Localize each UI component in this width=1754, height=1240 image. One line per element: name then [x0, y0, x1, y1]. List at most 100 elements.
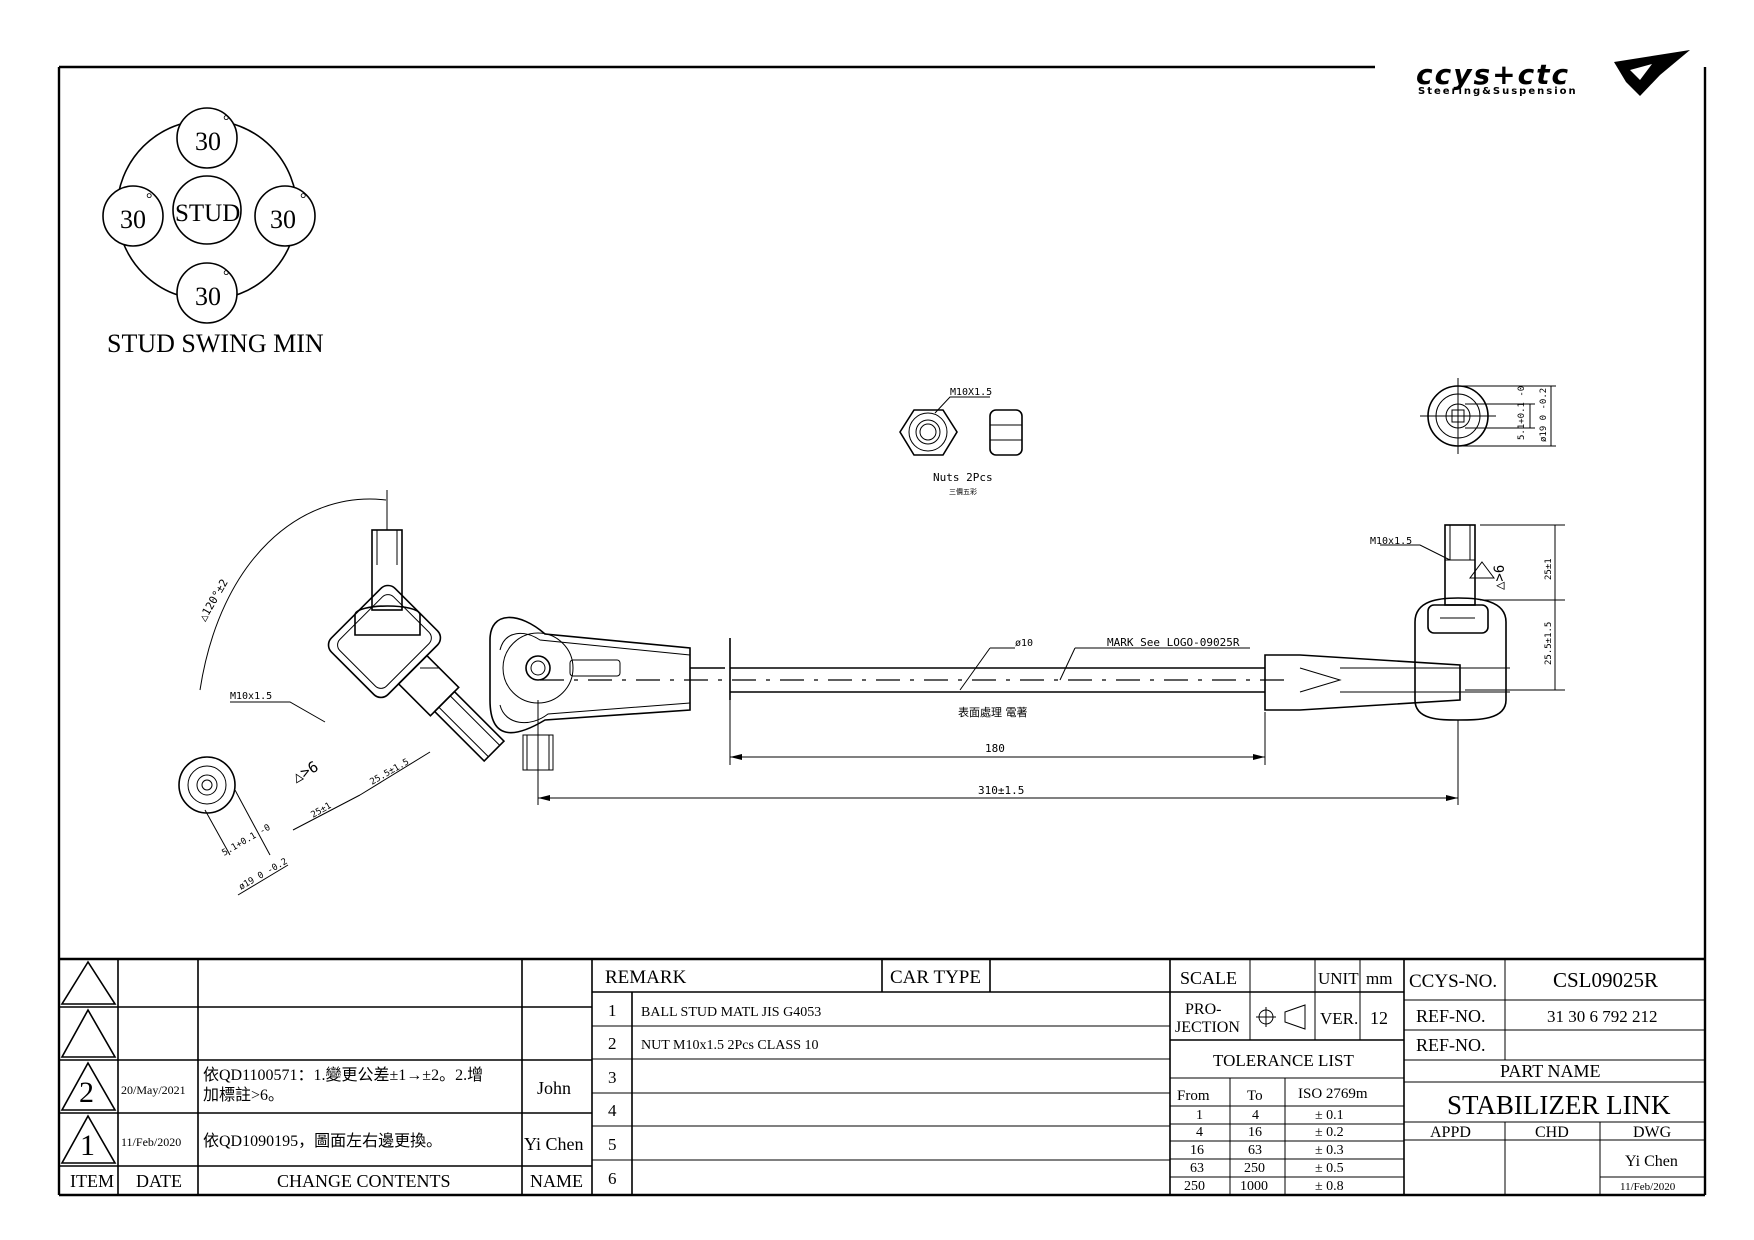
swing-left-degree: °	[146, 191, 152, 208]
rod-mark-label: MARK See LOGO-09025R	[1107, 636, 1240, 649]
logo-tagline: Steering&Suspension	[1418, 86, 1578, 97]
tol-from-3: 16	[1190, 1143, 1204, 1158]
ref-no2-label: REF-NO.	[1416, 1035, 1486, 1055]
ccys-no-value: CSL09025R	[1553, 968, 1658, 992]
link-body	[178, 490, 1510, 814]
swing-title: STUD SWING MIN	[107, 329, 324, 358]
left-angle-label: △120°±2	[196, 577, 230, 624]
revision-contents-3a: 依QD1100571：1.變更公差±1→±2。2.增	[203, 1066, 483, 1084]
tolerance-header-to: To	[1247, 1088, 1263, 1104]
logo-wing-mark	[1614, 50, 1690, 96]
dwg-label: DWG	[1633, 1124, 1672, 1141]
part-name-label: PART NAME	[1500, 1061, 1600, 1081]
tol-value-1: ± 0.1	[1315, 1108, 1344, 1123]
nut-thread-label: M10X1.5	[950, 387, 992, 398]
rod-dims: ø10 MARK See LOGO-09025R 表面處理 電著 180 310…	[537, 636, 1458, 805]
tol-to-4: 250	[1244, 1161, 1265, 1176]
swing-center-label: STUD	[175, 200, 240, 227]
revision-header-date: DATE	[136, 1171, 182, 1191]
left-dia-dim: ø19 0 -0.2	[238, 857, 290, 893]
projection-label-2: JECTION	[1175, 1019, 1240, 1036]
tolerance-header-std: ISO 2769m	[1298, 1086, 1368, 1102]
remarks-table: REMARK CAR TYPE 1 BALL STUD MATL JIS G40…	[592, 959, 1171, 1195]
tol-value-5: ± 0.8	[1315, 1179, 1344, 1194]
swing-right-value: 30	[270, 205, 296, 234]
projection-label-1: PRO-	[1185, 1001, 1221, 1018]
tol-from-5: 250	[1184, 1179, 1205, 1194]
company-logo: ccys+ctc Steering&Suspension	[1416, 50, 1690, 97]
rod-inner-dim: 180	[985, 742, 1005, 755]
tolerance-title: TOLERANCE LIST	[1213, 1051, 1354, 1070]
surface-treatment-label: 表面處理 電著	[958, 705, 1028, 719]
left-mark-label: △>6	[289, 757, 321, 786]
remark-text-1: BALL STUD MATL JIS G4053	[641, 1005, 821, 1020]
end-view-hole-dim: 5.1+0.1 -0	[1517, 386, 1527, 440]
tol-value-2: ± 0.2	[1315, 1125, 1344, 1140]
right-thread-label: M10x1.5	[1370, 536, 1412, 547]
title-block: SCALE UNIT mm PRO- JECTION VER. 12 TOLER…	[1170, 959, 1705, 1195]
revision-date-4: 11/Feb/2020	[121, 1135, 181, 1149]
projection-symbol-icon	[1256, 1004, 1306, 1030]
right-lower-dim: 25.5±1.5	[1544, 622, 1554, 665]
tol-to-2: 16	[1248, 1125, 1262, 1140]
remark-header: REMARK	[605, 967, 687, 988]
logo-text: ccys+ctc	[1416, 58, 1570, 91]
remark-no-5: 5	[608, 1135, 617, 1154]
car-type-header: CAR TYPE	[890, 967, 981, 988]
revision-date-3: 20/May/2021	[121, 1083, 186, 1097]
nuts-sub-label: 三價五彩	[949, 487, 977, 496]
swing-right-degree: °	[300, 191, 306, 208]
right-upper-dim: 25±1	[1544, 558, 1554, 580]
tol-value-4: ± 0.5	[1315, 1161, 1344, 1176]
ccys-no-label: CCYS-NO.	[1409, 971, 1497, 992]
nuts-detail: M10X1.5 Nuts 2Pcs 三價五彩	[899, 387, 1023, 496]
revision-contents-4a: 依QD1090195，圖面左右邊更換。	[203, 1132, 442, 1150]
swing-top-degree: °	[223, 113, 229, 130]
left-hole-dim: 5.1+0.1 -0	[221, 823, 273, 859]
revision-name-3: John	[537, 1078, 571, 1098]
swing-left-value: 30	[120, 205, 146, 234]
remark-no-4: 4	[608, 1101, 617, 1120]
remark-text-2: NUT M10x1.5 2Pcs CLASS 10	[641, 1038, 819, 1053]
tol-value-3: ± 0.3	[1315, 1143, 1344, 1158]
tol-from-2: 4	[1196, 1125, 1203, 1140]
tol-from-1: 1	[1196, 1108, 1203, 1123]
revision-item-3: 2	[79, 1076, 94, 1109]
swing-bottom-value: 30	[195, 282, 221, 311]
ref-no-label: REF-NO.	[1416, 1006, 1486, 1026]
left-end-dims: △120°±2 M10x1.5 △>6 25.5±1.5 25±1 5.1+0.…	[196, 498, 431, 896]
right-end-dims: M10x1.5 △>6 25±1 25.5±1.5	[1370, 524, 1565, 805]
dwg-name: Yi Chen	[1625, 1153, 1678, 1170]
tol-to-3: 63	[1248, 1143, 1262, 1158]
left-dim-b: 25±1	[310, 801, 334, 821]
revision-table: 2 20/May/2021 依QD1100571：1.變更公差±1→±2。2.增…	[59, 959, 593, 1195]
end-view-detail: 5.1+0.1 -0 ø19 0 -0.2	[1420, 378, 1556, 454]
tolerance-header-from: From	[1177, 1088, 1210, 1104]
left-dim-a: 25.5±1.5	[369, 757, 412, 787]
remark-no-6: 6	[608, 1169, 617, 1188]
revision-name-4: Yi Chen	[524, 1134, 584, 1154]
tol-to-1: 4	[1252, 1108, 1259, 1123]
revision-header-contents: CHANGE CONTENTS	[277, 1171, 451, 1191]
tol-from-4: 63	[1190, 1161, 1204, 1176]
nuts-label: Nuts 2Pcs	[933, 471, 993, 484]
revision-item-4: 1	[80, 1129, 95, 1162]
rod-total-dim: 310±1.5	[978, 784, 1024, 797]
ver-label: VER.	[1320, 1009, 1358, 1028]
swing-bottom-degree: °	[223, 268, 229, 285]
chd-label: CHD	[1535, 1124, 1569, 1141]
revision-header-item: ITEM	[70, 1171, 114, 1191]
end-view-dia-dim: ø19 0 -0.2	[1539, 388, 1549, 442]
ver-value: 12	[1370, 1008, 1388, 1028]
part-name-value: STABILIZER LINK	[1447, 1090, 1671, 1120]
stud-swing-diagram: 30 30 30 30 ° ° ° ° STUD STUD SWING MIN	[102, 107, 324, 358]
swing-top-value: 30	[195, 127, 221, 156]
revision-header-name: NAME	[530, 1171, 583, 1191]
remark-no-1: 1	[608, 1001, 617, 1020]
left-thread-label: M10x1.5	[230, 691, 272, 702]
remark-no-2: 2	[608, 1034, 617, 1053]
unit-label: UNIT	[1318, 969, 1359, 988]
rod-diameter-label: ø10	[1015, 638, 1033, 649]
appd-label: APPD	[1430, 1124, 1471, 1141]
